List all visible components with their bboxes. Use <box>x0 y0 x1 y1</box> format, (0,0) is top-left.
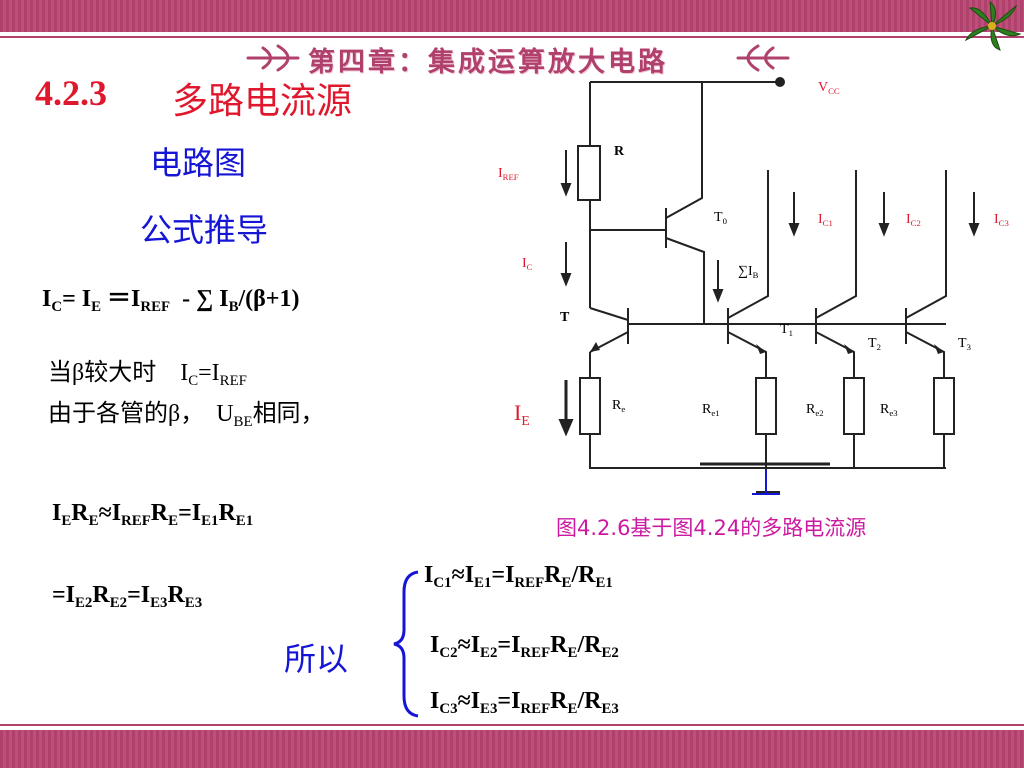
t1-label: T1 <box>780 322 793 339</box>
vcc-label: VCC <box>818 80 840 97</box>
result-ic3: IC3≈IE3=IREFRE/RE3 <box>430 688 619 718</box>
circuit-diagram-link[interactable]: 电路图 <box>150 144 247 182</box>
t-label: T <box>560 310 570 325</box>
re-label: Re <box>612 398 626 415</box>
top-decorative-band <box>0 0 1024 32</box>
t0-label: T0 <box>714 210 727 227</box>
ic2-label: IC2 <box>906 212 921 229</box>
figure-caption: 图4.2.6基于图4.24的多路电流源 <box>556 516 867 540</box>
formula-ube-same: 由于各管的β， UBE相同， <box>48 401 325 431</box>
therefore-label: 所以 <box>284 640 349 678</box>
circuit-diagram <box>558 77 980 495</box>
formula-ie-re: IERE≈IREFRE=IE1RE1 <box>52 500 254 530</box>
t3-label: T3 <box>958 336 971 353</box>
bottom-decorative-band <box>0 730 1024 768</box>
ic-label: IC <box>522 256 533 273</box>
re1-label: Re1 <box>702 402 720 419</box>
result-ic2: IC2≈IE2=IREFRE/RE2 <box>430 632 619 662</box>
ic1-label: IC1 <box>818 212 833 229</box>
ic3-label: IC3 <box>994 212 1009 229</box>
formula-ic-ie: IC= IE ＝IREF - ∑ IB/(β+1) <box>42 286 300 316</box>
iref-label: IREF <box>498 166 519 183</box>
title-banner-ornament <box>246 44 790 72</box>
formula-beta-large: 当β较大时 IC=IREF <box>48 360 247 390</box>
t2-label: T2 <box>868 336 881 353</box>
formula-ie2-ie3: =IE2RE2=IE3RE3 <box>52 582 203 612</box>
chapter-title: 第四章：集成运算放大电路 <box>308 47 668 78</box>
ie-label: IE <box>514 400 530 428</box>
section-title: 多路电流源 <box>172 81 353 122</box>
re2-label: Re2 <box>806 402 824 419</box>
ib-sum-label: ∑IB <box>738 264 759 281</box>
formula-derivation-link[interactable]: 公式推导 <box>140 211 269 249</box>
leaf-ornament-icon <box>964 0 1022 51</box>
result-ic1: IC1≈IE1=IREFRE/RE1 <box>424 562 613 592</box>
r-label: R <box>614 144 625 159</box>
section-number: 4.2.3 <box>35 73 107 113</box>
left-brace <box>393 570 419 718</box>
top-divider <box>0 36 1024 38</box>
re3-label: Re3 <box>880 402 898 419</box>
bottom-divider <box>0 724 1024 726</box>
